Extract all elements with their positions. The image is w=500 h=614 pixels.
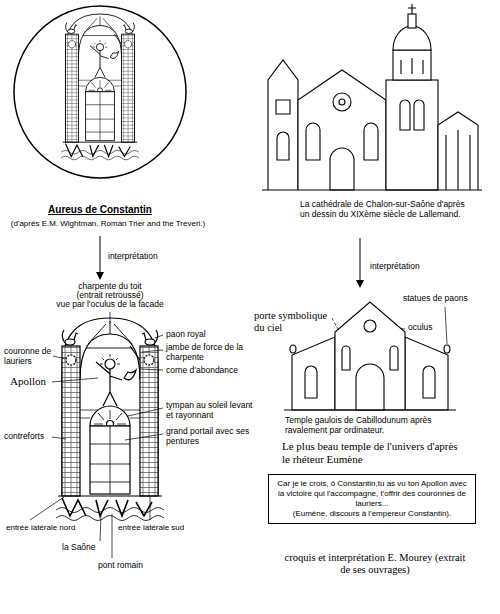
part-label: vue par l'oculus de la facade: [40, 300, 180, 310]
cathedral-drawing-part: [408, 14, 416, 28]
part-label: la Saône: [62, 543, 96, 553]
leader-lines-part: [445, 307, 447, 344]
cathedral-drawing-part: [446, 130, 470, 190]
cathedral-drawing-part: [339, 99, 345, 105]
leader-lines-part: [52, 378, 98, 382]
temple-interpretation-left-part: [56, 318, 164, 521]
image-caption: La cathédrale de Chalon-sur-Saône d'aprè…: [300, 200, 465, 220]
leader-lines-part: [140, 369, 163, 370]
credit-note: croquis et interprétation E. Mourey (ext…: [280, 552, 470, 576]
leader-lines-part: [53, 356, 66, 359]
source-note: (d'après E.M. Wightman, Roman Trier and …: [0, 219, 216, 228]
part-label: tympan au soleil levant et rayonnant: [166, 401, 256, 421]
leader-lines-part: [155, 335, 163, 338]
leader-lines-part: [142, 350, 163, 352]
part-label: grand portail avec ses pentures: [166, 427, 256, 447]
temple-drawing-part: [284, 409, 456, 410]
quote-source: (Eumène, discours à l'empereur Constanti…: [274, 509, 470, 519]
part-label: corne d'abondance: [166, 366, 238, 376]
leader-lines-part: [112, 514, 113, 558]
interpretation-arrows-part: [360, 238, 361, 280]
part-label: entrée latérale nord: [6, 523, 75, 532]
cathedral-drawing-part: [330, 148, 354, 190]
leader-lines-part: [110, 312, 111, 324]
temple-interpretation-left: [56, 318, 164, 521]
leader-lines-part: [125, 434, 163, 440]
cathedral-drawing: [262, 4, 482, 190]
arrow-label: interprétation: [108, 252, 158, 262]
cathedral-drawing-part: [401, 58, 423, 74]
cathedral-drawing-part: [438, 112, 478, 190]
part-label: porte symbolique du ciel: [254, 310, 332, 334]
interpretation-arrows: [96, 236, 364, 288]
cathedral-drawing-part: [277, 132, 289, 160]
quote-text: Car je le crois, ô Constantin,tu as vu t…: [274, 479, 470, 509]
temple-drawing-part: [342, 346, 398, 370]
cathedral-drawing-part: [400, 100, 424, 130]
image-caption: Temple gaulois de Cabillodunum après rav…: [285, 416, 465, 436]
temple-drawing-part: [305, 366, 435, 398]
quote-box: Car je le crois, ô Constantin,tu as vu t…: [268, 474, 476, 524]
cathedral-drawing-part: [276, 100, 290, 114]
part-label: contreforts: [4, 432, 44, 442]
leader-lines-part: [30, 497, 64, 520]
image-subtitle: Le plus beau temple de l'univers d'après…: [282, 440, 467, 465]
interpretation-arrows-part: [100, 236, 101, 272]
cathedral-drawing-part: [268, 60, 298, 190]
temple-drawing-part: [335, 302, 405, 410]
part-label: couronne de lauriers: [4, 347, 56, 367]
part-label: oculus: [408, 323, 433, 333]
temple-drawing-part: [356, 364, 384, 410]
part-label: paon royal: [166, 330, 206, 340]
cathedral-drawing-part: [408, 4, 416, 14]
cathedral-drawing-part: [333, 93, 351, 111]
aureus-coin-part: [61, 14, 139, 160]
figure-label: Apollon: [10, 375, 46, 388]
aureus-coin: [14, 6, 186, 178]
part-label: entrée latérale sud: [118, 523, 184, 532]
cathedral-drawing-part: [298, 70, 386, 190]
interpretation-arrows-part: [96, 272, 104, 280]
leader-lines-part: [100, 514, 101, 541]
part-label: jambe de force de la charpente: [166, 343, 254, 363]
leader-lines-part: [52, 437, 66, 439]
part-label: statues de paons: [403, 294, 468, 304]
interpretation-arrows-part: [356, 280, 364, 288]
cathedral-drawing-part: [262, 189, 482, 190]
cathedral-drawing-part: [393, 50, 431, 80]
cathedral-drawing-part: [393, 26, 431, 50]
temple-drawing-part: [364, 320, 376, 332]
coin-title: Aureus de Constantin: [0, 204, 200, 216]
arrow-label: interprétation: [370, 262, 420, 272]
temple-drawing-part: [290, 345, 296, 353]
cathedral-drawing-part: [386, 80, 438, 190]
leader-lines-part: [128, 408, 163, 416]
part-label: pont romain: [98, 561, 143, 571]
aureus-coin-part: [14, 6, 186, 178]
leader-lines-part: [150, 497, 151, 520]
temple-drawing-part: [444, 345, 450, 353]
